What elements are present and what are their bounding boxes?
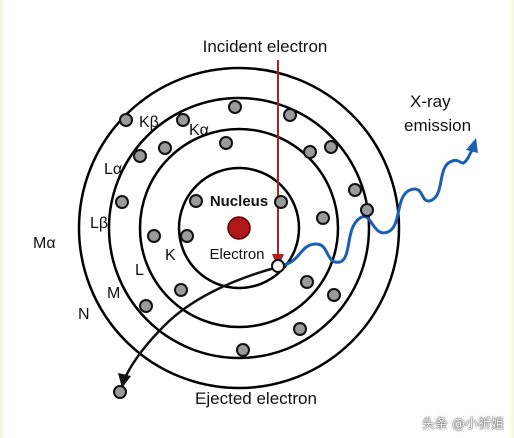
l-alpha-label: Lα (104, 161, 122, 178)
orbit-electron (139, 299, 153, 313)
orbit-electron (228, 100, 242, 114)
orbit-electron (283, 108, 297, 122)
orbit-electron (189, 194, 203, 208)
ejected-arrowhead (118, 373, 131, 388)
orbit-electron (316, 211, 330, 225)
orbit-electron (158, 141, 172, 155)
orbit-electron (176, 113, 190, 127)
k-shell-orbit (177, 166, 301, 290)
orbit-electrons (115, 100, 374, 357)
emission-label: emission (404, 116, 471, 135)
watermark-text: 头条 @小祈姐 (421, 417, 504, 432)
orbit-electron (180, 229, 194, 243)
k-shell-label: K (165, 247, 176, 264)
orbit-electron (236, 343, 250, 357)
orbit-electron (119, 113, 133, 127)
ejected-electron-path (122, 265, 279, 381)
xray-arrowhead (466, 138, 478, 153)
orbit-electron (348, 183, 362, 197)
xray-wave (282, 145, 476, 267)
k-alpha-label: Kα (189, 122, 209, 139)
orbit-electron (219, 136, 233, 150)
orbit-electron (147, 229, 161, 243)
k-beta-label: Kβ (139, 114, 159, 131)
orbit-electron (324, 140, 338, 154)
orbit-electron (303, 145, 317, 159)
vacancy-electron (271, 259, 285, 273)
n-shell-orbit (77, 66, 401, 390)
orbit-electron (293, 322, 307, 336)
orbit-electron (174, 283, 188, 297)
m-shell-label: M (107, 285, 120, 302)
ejected-electron-label: Ejected electron (195, 389, 317, 408)
incident-electron-label: Incident electron (203, 37, 328, 56)
orbit-electron (115, 195, 129, 209)
m-shell-orbit (107, 96, 371, 360)
l-shell-label: L (135, 262, 144, 279)
orbit-electron (360, 203, 374, 217)
orbit-electron (327, 288, 341, 302)
m-alpha-label: Mα (33, 235, 56, 252)
nucleus-label: Nucleus (210, 193, 268, 210)
l-beta-label: Lβ (90, 215, 108, 232)
l-shell-orbit (138, 127, 340, 329)
xray-label: X-ray (410, 92, 451, 111)
n-shell-label: N (78, 306, 90, 323)
electron-label: Electron (209, 246, 264, 263)
orbit-electron (274, 195, 288, 209)
orbit-electron (300, 275, 314, 289)
orbit-electron (133, 149, 147, 163)
ejected-electron (113, 385, 127, 399)
nucleus-dot (227, 216, 251, 240)
